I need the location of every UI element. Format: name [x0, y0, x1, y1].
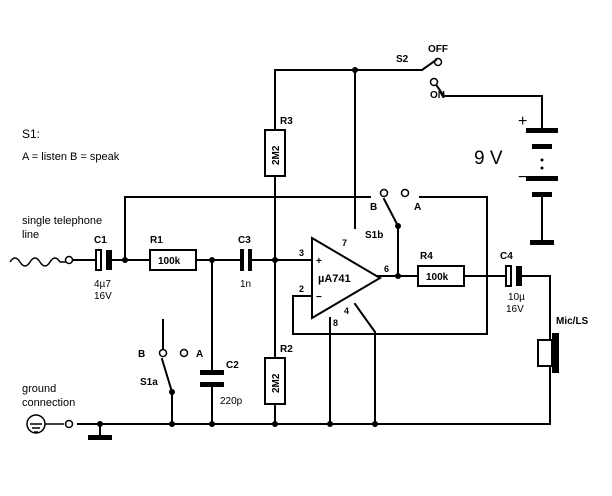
capacitor-c2: [200, 370, 224, 387]
s2-name: S2: [396, 54, 409, 65]
capacitor-c4: [505, 265, 522, 287]
input-terminal: [64, 255, 74, 265]
resistor-r3: [264, 129, 286, 177]
resistor-r4: [417, 265, 465, 287]
speaker-icon: [537, 333, 559, 373]
pin-2: 2: [299, 284, 304, 294]
s2-lever: [420, 58, 438, 72]
s1b-label-b: B: [370, 202, 377, 213]
battery-minus: −: [518, 169, 527, 186]
op-amp-uA741: [311, 236, 382, 320]
c3-value: 1n: [240, 279, 251, 290]
mic-label: Mic/LS: [556, 316, 589, 327]
legend-line: A = listen B = speak: [22, 151, 120, 163]
capacitor-c3: [240, 249, 252, 271]
c1-value: 4µ7: [94, 279, 111, 290]
ground-symbol-icon: [26, 414, 64, 434]
s1b-lever: [382, 197, 400, 228]
r4-name: R4: [420, 251, 433, 262]
resistor-r2: [264, 357, 286, 405]
legend-title: S1:: [22, 127, 40, 141]
pin-3: 3: [299, 248, 304, 258]
s1b-contact-a: [400, 188, 410, 198]
battery-voltage: 9 V: [474, 148, 503, 169]
battery-icon: [526, 128, 558, 245]
s1b-label-a: A: [414, 202, 421, 213]
r1-value: 100k: [158, 256, 181, 267]
c4-value: 10µ: [508, 292, 525, 303]
ic-minus: −: [316, 292, 322, 303]
ground-bar: [88, 435, 112, 440]
s1a-contact-a: [179, 348, 189, 358]
battery-plus: +: [518, 113, 527, 130]
c2-value: 220p: [220, 396, 243, 407]
s1a-label-b: B: [138, 349, 145, 360]
wires: [71, 69, 551, 437]
junction-dots: [97, 67, 401, 427]
s2-on-label: ON: [430, 90, 445, 101]
c2-name: C2: [226, 360, 239, 371]
pin-8: 8: [333, 318, 338, 328]
r4-value: 100k: [426, 272, 449, 283]
r3-value: 2M2: [271, 145, 282, 165]
s1b-contact-b: [379, 188, 389, 198]
ic-name: µA741: [318, 273, 351, 285]
capacitor-c1: [95, 249, 112, 271]
telephone-line-label-2: line: [22, 229, 39, 241]
s1a-lever: [160, 357, 174, 394]
c4-voltage: 16V: [506, 304, 524, 315]
s1a-contact-b: [158, 348, 168, 358]
telephone-line-label: single telephone: [22, 215, 102, 227]
pin-7: 7: [342, 238, 347, 248]
c4-name: C4: [500, 251, 513, 262]
ground-label-2: connection: [22, 397, 75, 409]
resistor-r1: [149, 249, 197, 271]
s2-off-label: OFF: [428, 44, 448, 55]
s1a-label-a: A: [196, 349, 203, 360]
c3-name: C3: [238, 235, 251, 246]
c1-name: C1: [94, 235, 107, 246]
r2-name: R2: [280, 344, 293, 355]
c1-voltage: 16V: [94, 291, 112, 302]
r2-value: 2M2: [271, 373, 282, 393]
telephone-wave-icon: [9, 257, 66, 267]
pin-4: 4: [344, 306, 349, 316]
ground-terminal: [64, 419, 74, 429]
ground-label: ground: [22, 383, 56, 395]
r3-name: R3: [280, 116, 293, 127]
ic-plus: +: [316, 256, 322, 267]
r1-name: R1: [150, 235, 163, 246]
pin-6: 6: [384, 264, 389, 274]
s1a-name: S1a: [140, 377, 158, 388]
s1b-name: S1b: [365, 230, 383, 241]
s2-contact-on: [429, 77, 439, 87]
